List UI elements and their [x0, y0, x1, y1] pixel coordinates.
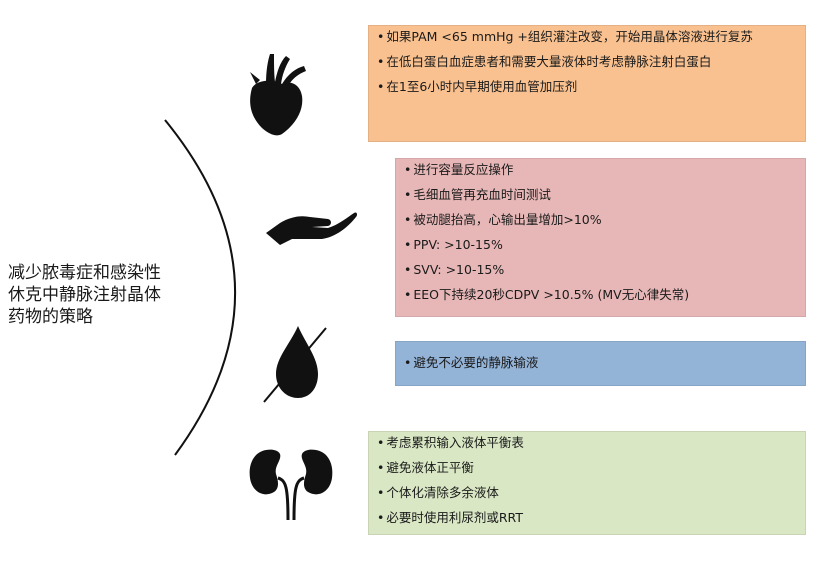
list-item: 考虑累积输入液体平衡表: [377, 435, 797, 451]
list-item: 进行容量反应操作: [404, 162, 797, 178]
diagram-title: 减少脓毒症和感染性 休克中静脉注射晶体 药物的策略: [8, 262, 198, 328]
list-item: SVV: >10-15%: [404, 262, 797, 278]
title-line: 减少脓毒症和感染性: [8, 263, 161, 283]
list-item: 毛细血管再充血时间测试: [404, 187, 797, 203]
hand-icon: [266, 212, 358, 245]
list-item: 被动腿抬高，心输出量增加>10%: [404, 212, 797, 228]
crossed-drop-icon: [263, 326, 327, 403]
list-item: 避免液体正平衡: [377, 460, 797, 476]
list-item: 必要时使用利尿剂或RRT: [377, 510, 797, 526]
avoid-fluids-box: 避免不必要的静脉输液: [395, 341, 806, 386]
list-item: EEO下持续20秒CDPV >10.5% (MV无心律失常): [404, 287, 797, 303]
list-item: 如果PAM <65 mmHg +组织灌注改变，开始用晶体溶液进行复苏: [377, 29, 797, 45]
heart-icon: [250, 54, 306, 136]
list-item: 个体化清除多余液体: [377, 485, 797, 501]
title-line: 药物的策略: [8, 307, 93, 327]
list-item: 在低白蛋白血症患者和需要大量液体时考虑静脉注射白蛋白: [377, 54, 797, 70]
heart-strategy-box: 如果PAM <65 mmHg +组织灌注改变，开始用晶体溶液进行复苏 在低白蛋白…: [368, 25, 806, 142]
list-item: 在1至6小时内早期使用血管加压剂: [377, 79, 797, 95]
title-line: 休克中静脉注射晶体: [8, 285, 161, 305]
kidneys-icon: [249, 449, 333, 520]
fluid-balance-box: 考虑累积输入液体平衡表 避免液体正平衡 个体化清除多余液体 必要时使用利尿剂或R…: [368, 431, 806, 535]
list-item: PPV: >10-15%: [404, 237, 797, 253]
list-item: 避免不必要的静脉输液: [404, 355, 797, 371]
volume-response-box: 进行容量反应操作 毛细血管再充血时间测试 被动腿抬高，心输出量增加>10% PP…: [395, 158, 806, 317]
